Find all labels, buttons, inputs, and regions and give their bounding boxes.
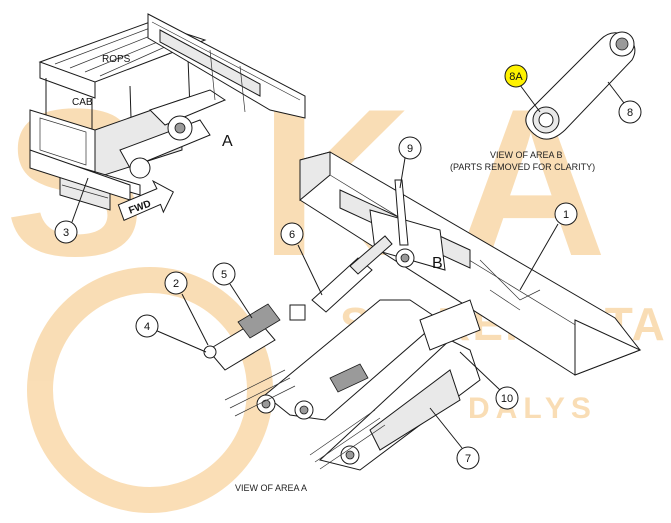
area-b-label: B [432,255,443,272]
arm-pivot-pin [174,122,186,134]
lower-pivot [129,157,151,179]
trunnion-upper [289,304,306,321]
leader-5 [229,283,253,319]
rops-canopy-ribs [54,27,186,77]
svg-text:8A: 8A [509,71,523,83]
leader-8 [607,81,625,104]
callout-9: 9 [398,136,422,160]
arm-eye-center-pin [299,405,309,415]
callout-8: 8 [618,100,642,124]
blade-braces-right [479,259,541,311]
rops-label: ROPS [102,54,131,65]
pin-4-head [203,345,217,359]
svg-text:2: 2 [173,278,179,290]
leader-8a [519,84,541,113]
svg-text:4: 4 [144,321,150,333]
machine-overview: ROPS CAB A FWD [29,13,306,221]
blade-braces [209,49,246,113]
view-b-caption-line2: (PARTS REMOVED FOR CLARITY) [450,162,595,172]
leader-4 [154,329,207,353]
push-arm-plate [369,369,461,451]
callout-7: 7 [456,446,480,470]
rops-canopy-edge [39,62,96,99]
leader-1 [519,223,559,291]
area-b-view: VIEW OF AREA B (PARTS REMOVED FOR CLARIT… [450,31,636,172]
link-eye-top-hole [615,37,629,51]
leader-10 [459,351,501,391]
svg-text:8: 8 [627,107,633,119]
arm-eye-left-pin [261,399,271,409]
link-9 [394,179,409,246]
push-arm-right [318,339,481,471]
callout-10: 10 [495,386,519,410]
callout-8a: 8A [504,64,528,88]
right-cylinder-block [329,363,369,393]
lift-arm-upper [149,89,227,126]
callout-5: 5 [212,262,236,286]
svg-text:9: 9 [407,143,413,155]
callout-1: 1 [554,202,578,226]
svg-text:5: 5 [221,269,227,281]
leader-lines [71,81,625,449]
view-a-caption: VIEW OF AREA A [235,483,307,493]
blade-assembly: B VIEW OF AREA A [203,151,642,493]
svg-text:3: 3 [63,227,69,239]
bushing-8a-hole [538,112,554,128]
leader-2 [181,293,209,346]
callout-6: 6 [280,222,304,246]
fwd-arrow [117,179,174,221]
callouts: 3 9 1 6 2 5 4 10 [54,64,642,470]
leader-9 [399,157,406,189]
svg-text:6: 6 [289,229,295,241]
lift-cylinder-block [237,303,281,339]
svg-text:10: 10 [501,393,513,405]
leader-7 [429,407,463,449]
overview-blade-edge [151,21,301,101]
view-b-caption-line1: VIEW OF AREA B [490,150,563,160]
arm-crossmember [419,299,481,351]
overview-blade-rib [159,29,261,97]
tilt-cylinder-rod [349,235,393,275]
watermark-sub: DALYS [468,392,597,425]
blade-cutting-edge [574,319,642,376]
watermark-gear-ring [27,267,273,513]
arm-eye-right-pin [345,450,355,460]
hydraulic-hoses-right [309,409,386,470]
callout-4: 4 [135,314,159,338]
hydraulic-hoses-left [224,369,296,417]
cab-window [39,117,87,166]
leader-3 [71,177,89,223]
svg-text:7: 7 [465,453,471,465]
leader-6 [297,244,323,296]
pivot-b-pin [400,253,410,263]
area-a-label: A [222,133,233,150]
callout-2: 2 [164,271,188,295]
svg-text:1: 1 [563,209,569,221]
cab-label: CAB [72,97,93,108]
callout-3: 3 [54,220,78,244]
